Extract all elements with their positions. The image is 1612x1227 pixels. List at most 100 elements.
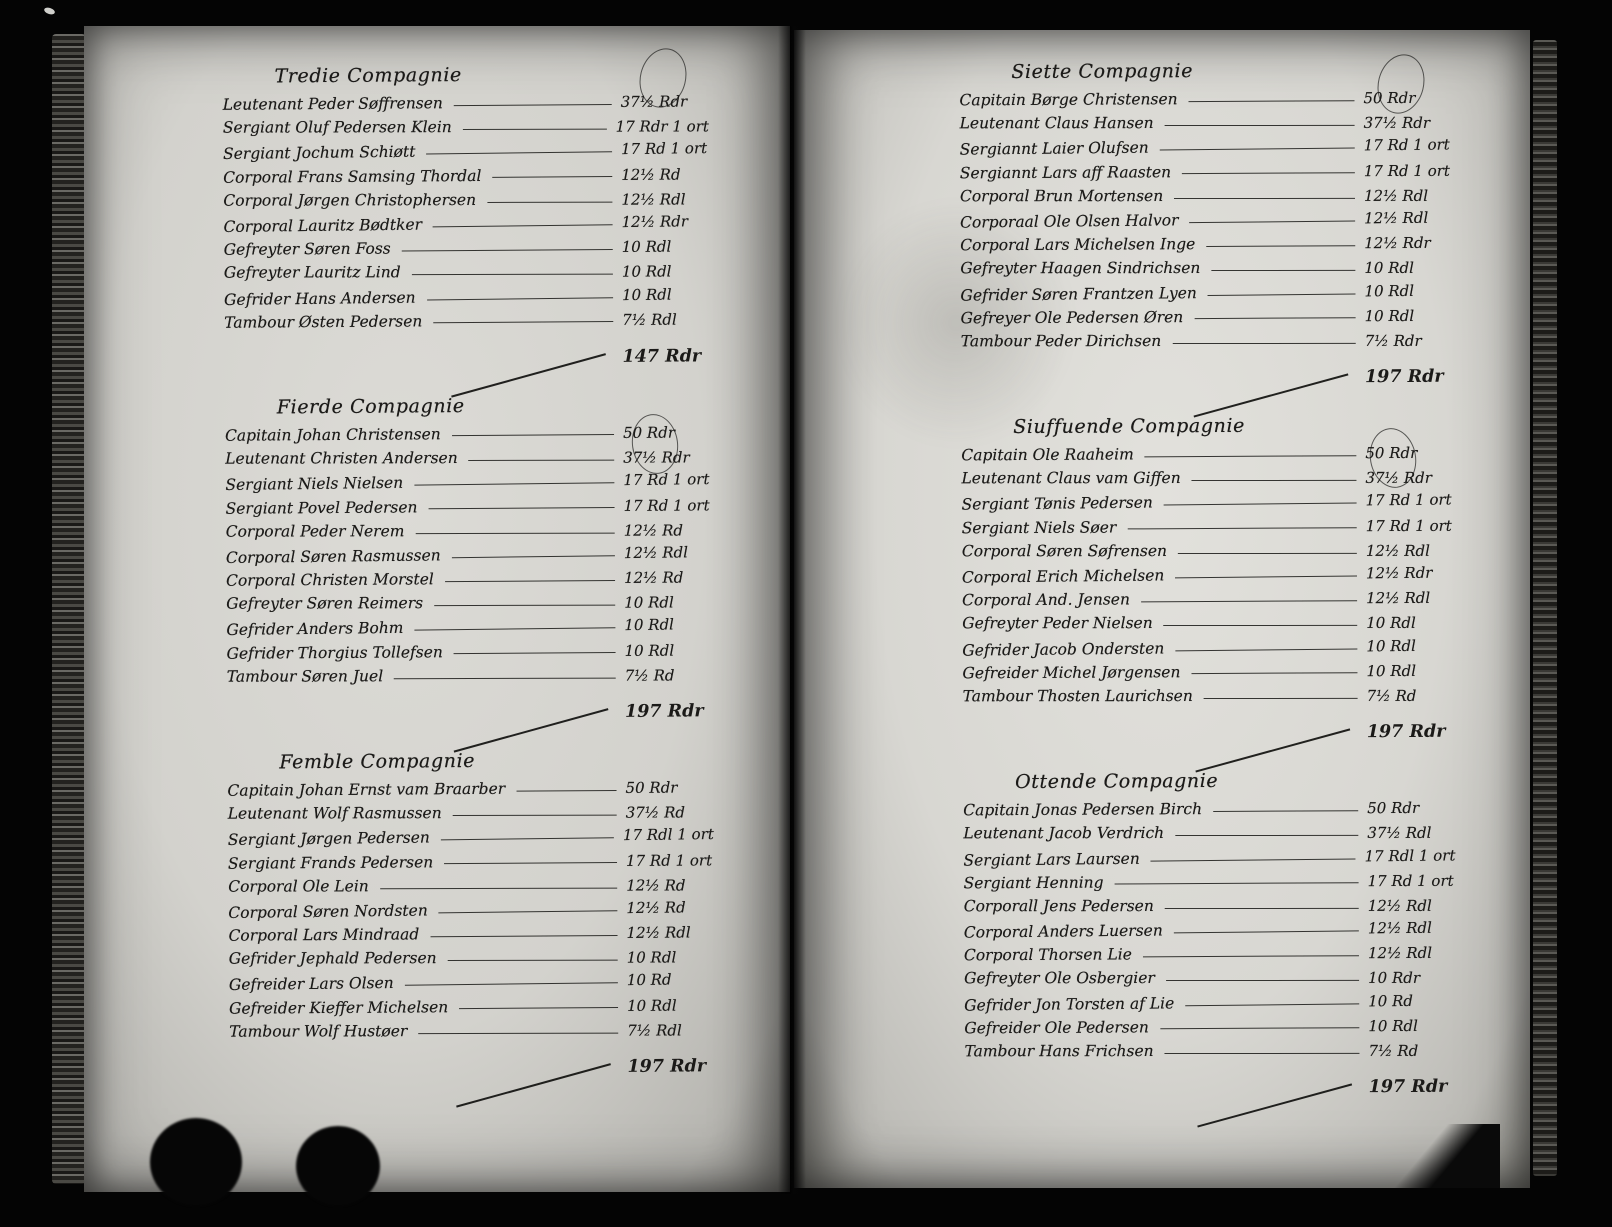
total-slash-stroke — [451, 353, 606, 398]
section-total-row: 197 Rdr — [963, 715, 1455, 773]
entry-amount: 37½ Rdl — [1367, 824, 1432, 843]
entry-name: Sergiant Frands Pedersen — [227, 852, 434, 873]
entry-name: Sergiant Povel Pedersen — [225, 497, 418, 518]
leader-line — [411, 273, 613, 276]
entry-name: Gefreyter Søren Foss — [223, 239, 391, 259]
entry-amount: 17 Rd 1 ort — [623, 470, 710, 490]
entry-amount: 12½ Rd — [623, 521, 684, 540]
entry-amount: 10 Rdl — [1364, 281, 1415, 300]
leader-line — [1207, 292, 1356, 296]
leader-line — [1164, 1052, 1360, 1054]
entry-amount: 12½ Rdl — [1367, 896, 1432, 915]
entry-amount: 7½ Rdl — [627, 1021, 682, 1040]
entry-amount: 12½ Rdl — [1367, 918, 1433, 938]
entry-name: Corporal Ole Lein — [228, 877, 369, 896]
entry-amount: 12½ Rdl — [623, 543, 689, 563]
entry-amount: 17 Rd 1 ort — [625, 850, 713, 870]
section-total-amount: 197 Rdr — [627, 1056, 707, 1077]
entry-amount: 17 Rd 1 ort — [1365, 516, 1452, 535]
leader-line — [394, 676, 616, 679]
entry-amount: 50 Rdr — [1363, 89, 1416, 108]
entry-name: Tambour Wolf Hustøer — [229, 1022, 408, 1041]
entry-amount: 17 Rd 1 ort — [620, 139, 708, 159]
leader-line — [1159, 1027, 1360, 1030]
entry-amount: 17 Rd 1 ort — [1363, 161, 1450, 180]
leader-line — [1164, 124, 1355, 126]
entry-amount: 17 Rdr 1 ort — [615, 117, 709, 136]
entry-amount: 12½ Rdl — [1364, 208, 1429, 228]
entry-amount: 37½ Rdr — [1363, 114, 1431, 133]
leader-line — [415, 531, 615, 534]
entry-amount: 17 Rd 1 ort — [623, 495, 710, 515]
leader-line — [1206, 244, 1356, 247]
total-slash-stroke — [1195, 728, 1351, 773]
entry-name: Capitain Johan Christensen — [224, 425, 441, 445]
entry-name: Corporaal Ole Olsen Halvor — [960, 211, 1179, 232]
entry-name: Corporal Lauritz Bødtker — [223, 215, 423, 237]
leader-line — [468, 459, 615, 461]
photo-weight-shadow — [296, 1126, 380, 1206]
section-total-row: 197 Rdr — [961, 360, 1453, 418]
entry-name: Capitain Børge Christensen — [959, 90, 1178, 110]
leader-line — [1150, 857, 1356, 861]
entry-name: Tambour Østen Pedersen — [224, 312, 423, 332]
entry-name: Sergiant Oluf Pedersen Klein — [222, 118, 452, 137]
book-gutter — [778, 26, 806, 1194]
section-total-amount: 197 Rdr — [624, 701, 704, 722]
entry-amount: 12½ Rdl — [1365, 541, 1430, 560]
leader-line — [440, 837, 615, 841]
leader-line — [1144, 454, 1357, 457]
entry-amount: 12½ Rd — [621, 165, 681, 184]
entry-amount: 17 Rdl 1 ort — [622, 825, 714, 845]
entry-name: Corporal Lars Mindraad — [228, 925, 420, 945]
entry-amount: 10 Rdl — [1366, 614, 1416, 633]
leader-line — [1188, 99, 1355, 102]
entry-name: Leutenant Claus Hansen — [959, 114, 1154, 133]
entry-name: Corporal Christen Morstel — [225, 570, 434, 590]
muster-entry-row: Sergiant Frands Pedersen 17 Rd 1 ort — [228, 848, 714, 876]
entry-name: Sergiant Tønis Pedersen — [961, 494, 1153, 515]
entry-amount: 10 Rdl — [624, 615, 675, 635]
entry-name: Gefreyter Søren Reimers — [226, 594, 424, 613]
entry-name: Gefreider Ole Pedersen — [964, 1018, 1149, 1038]
entry-name: Gefrider Jacob Ondersten — [962, 639, 1165, 660]
entry-name: Gefreider Lars Olsen — [228, 974, 394, 995]
entry-name: Tambour Hans Frichsen — [964, 1042, 1154, 1061]
entry-amount: 10 Rdl — [624, 593, 674, 612]
leader-line — [1211, 269, 1356, 271]
company-title: Fierde Compagnie — [276, 394, 465, 419]
photo-weight-shadow — [150, 1118, 242, 1206]
leader-line — [430, 934, 618, 937]
leader-line — [453, 103, 612, 106]
leader-line — [426, 151, 613, 155]
entry-name: Gefrider Anders Bohm — [226, 619, 404, 640]
leader-line — [1182, 172, 1355, 175]
leader-line — [444, 579, 616, 582]
entry-amount: 10 Rdl — [621, 262, 672, 282]
entry-name: Leutenant Jacob Verdrich — [963, 824, 1165, 843]
muster-entry-row: Leutenant Jacob Verdrich 37½ Rdl — [963, 821, 1455, 846]
